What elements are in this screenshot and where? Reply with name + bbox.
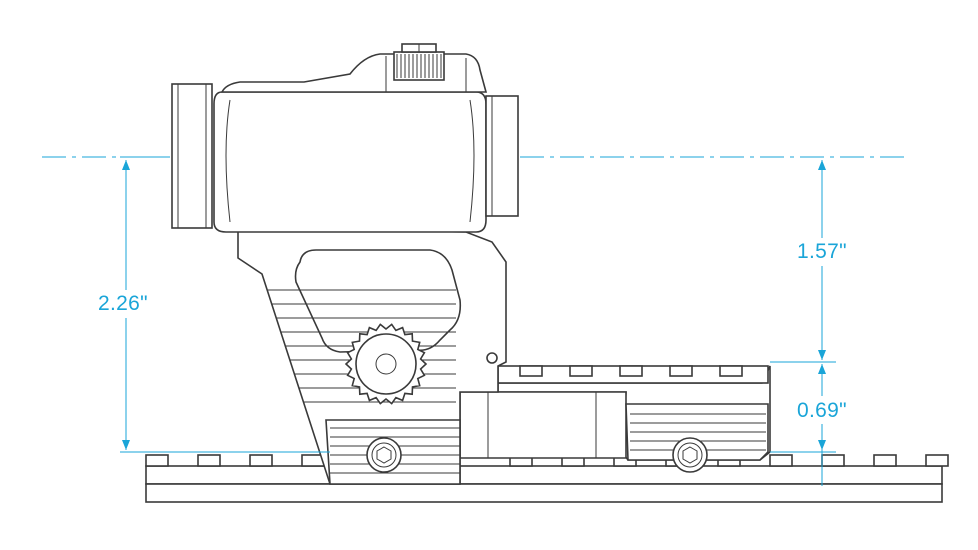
thumb-knob <box>344 323 428 405</box>
dimension-total-height: 2.26" <box>96 292 150 315</box>
dimension-optic-height: 1.57" <box>795 240 849 263</box>
base-picatinny-rail <box>145 454 949 503</box>
dimension-lines <box>42 156 908 486</box>
dimension-riser-height: 0.69" <box>795 399 849 422</box>
riser-rail-teeth <box>519 365 743 377</box>
turret-knob <box>396 54 442 78</box>
riser-rail <box>459 365 771 461</box>
clamp-bolt-left <box>366 437 402 473</box>
clamp-bolt-right <box>672 437 708 473</box>
optic-body <box>171 43 519 233</box>
